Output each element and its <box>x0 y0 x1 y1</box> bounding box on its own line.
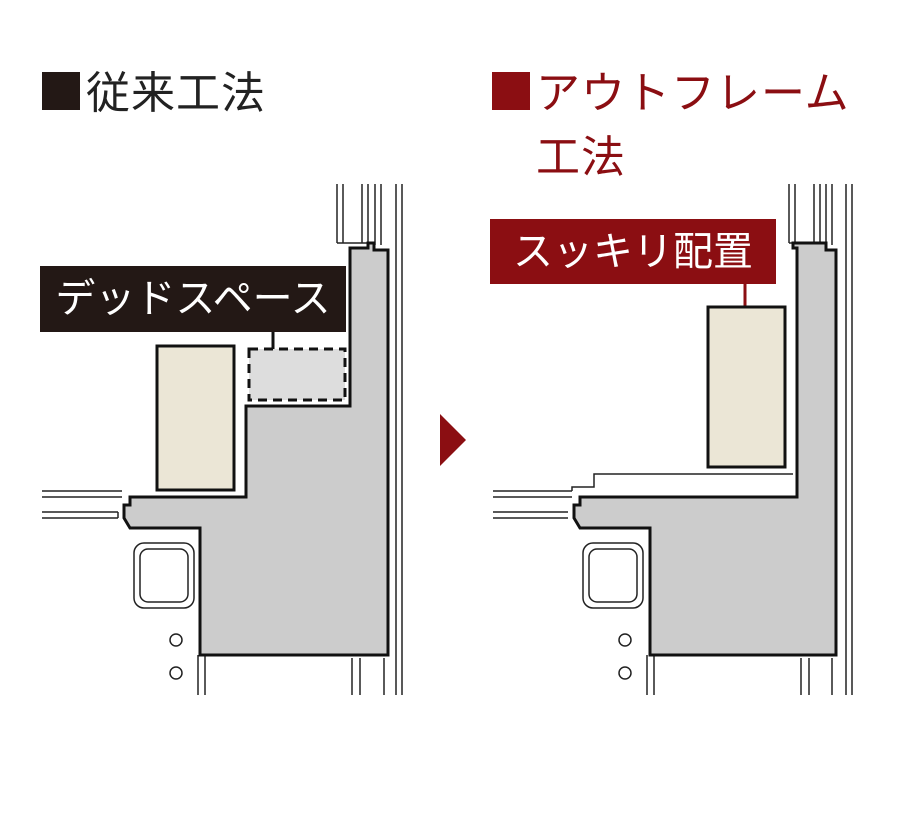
outframe-floor-plan <box>493 184 853 695</box>
fixture-circle <box>618 633 632 647</box>
wall-lines-bottom <box>646 655 833 695</box>
dead-space-area <box>247 347 347 402</box>
fixture-circle <box>169 666 183 680</box>
fixture-circle <box>618 666 632 680</box>
window-frame-top <box>788 184 853 695</box>
wall-lines-bottom <box>197 655 385 695</box>
window-frame-top <box>336 184 403 695</box>
window-frame-left <box>493 473 793 519</box>
arrow-right-icon <box>440 414 466 466</box>
conventional-method-heading: 従来工法 <box>42 72 266 116</box>
conventional-floor-plan <box>42 184 403 695</box>
fixture-circle <box>169 633 183 647</box>
square-bullet-icon <box>492 72 530 110</box>
furniture-block <box>706 305 787 469</box>
outframe-method-title-line1: アウトフレーム <box>536 68 850 119</box>
conventional-method-title: 従来工法 <box>86 68 266 119</box>
square-bullet-icon <box>42 72 80 110</box>
outframe-method-heading: アウトフレーム <box>492 72 850 116</box>
sink <box>582 542 644 609</box>
sink <box>133 542 195 609</box>
wall-column-mass <box>572 241 838 657</box>
furniture-block <box>155 344 236 492</box>
wall-column-mass <box>122 241 390 657</box>
outframe-method-title-line2: 工法 <box>536 132 626 183</box>
clean-layout-callout: スッキリ配置 <box>490 219 776 284</box>
window-frame-left <box>42 490 122 519</box>
dead-space-callout: デッドスペース <box>40 266 346 332</box>
